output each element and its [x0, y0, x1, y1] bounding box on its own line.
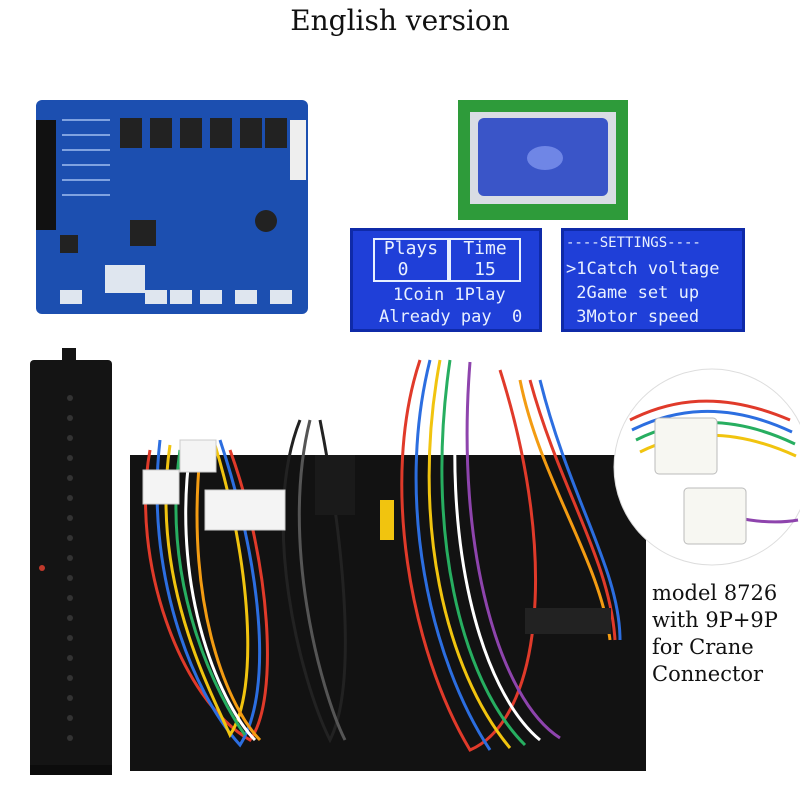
model-caption: model 8726 with 9P+9P for Crane Connecto…	[652, 580, 778, 688]
caption-line-with: with 9P+9P	[652, 608, 778, 632]
settings-header: ----SETTINGS----	[566, 235, 701, 251]
settings-item-game-set-up: 2Game set up	[566, 283, 700, 303]
lcd-module	[458, 100, 628, 220]
plays-value: 0	[397, 259, 409, 280]
time-label: Time	[463, 238, 507, 259]
already-pay-line: Already pay 0	[379, 307, 523, 327]
connectors	[142, 439, 611, 634]
lcd-play-screen: Plays 0 Time 15 1Coin 1Play Already pay …	[350, 228, 542, 332]
time-box	[449, 238, 521, 282]
caption-line-connector: Connector	[652, 662, 764, 686]
page-title: English version	[290, 4, 510, 37]
wire-harness	[144, 359, 622, 752]
coin-play-line: 1Coin 1Play	[393, 285, 506, 305]
black-enclosure	[30, 348, 112, 775]
caption-line-for: for Crane	[652, 635, 754, 659]
time-value: 15	[474, 259, 496, 280]
plays-label: Plays	[383, 238, 439, 259]
plays-box	[373, 238, 449, 282]
pcb-board	[36, 100, 308, 314]
caption-line-model: model 8726	[652, 581, 778, 605]
connector-zoom-inset	[613, 368, 800, 566]
settings-item-catch-voltage: >1Catch voltage	[566, 259, 720, 279]
settings-item-motor-speed: 3Motor speed	[566, 307, 700, 327]
lcd-settings-screen: ----SETTINGS---- >1Catch voltage 2Game s…	[561, 228, 745, 332]
